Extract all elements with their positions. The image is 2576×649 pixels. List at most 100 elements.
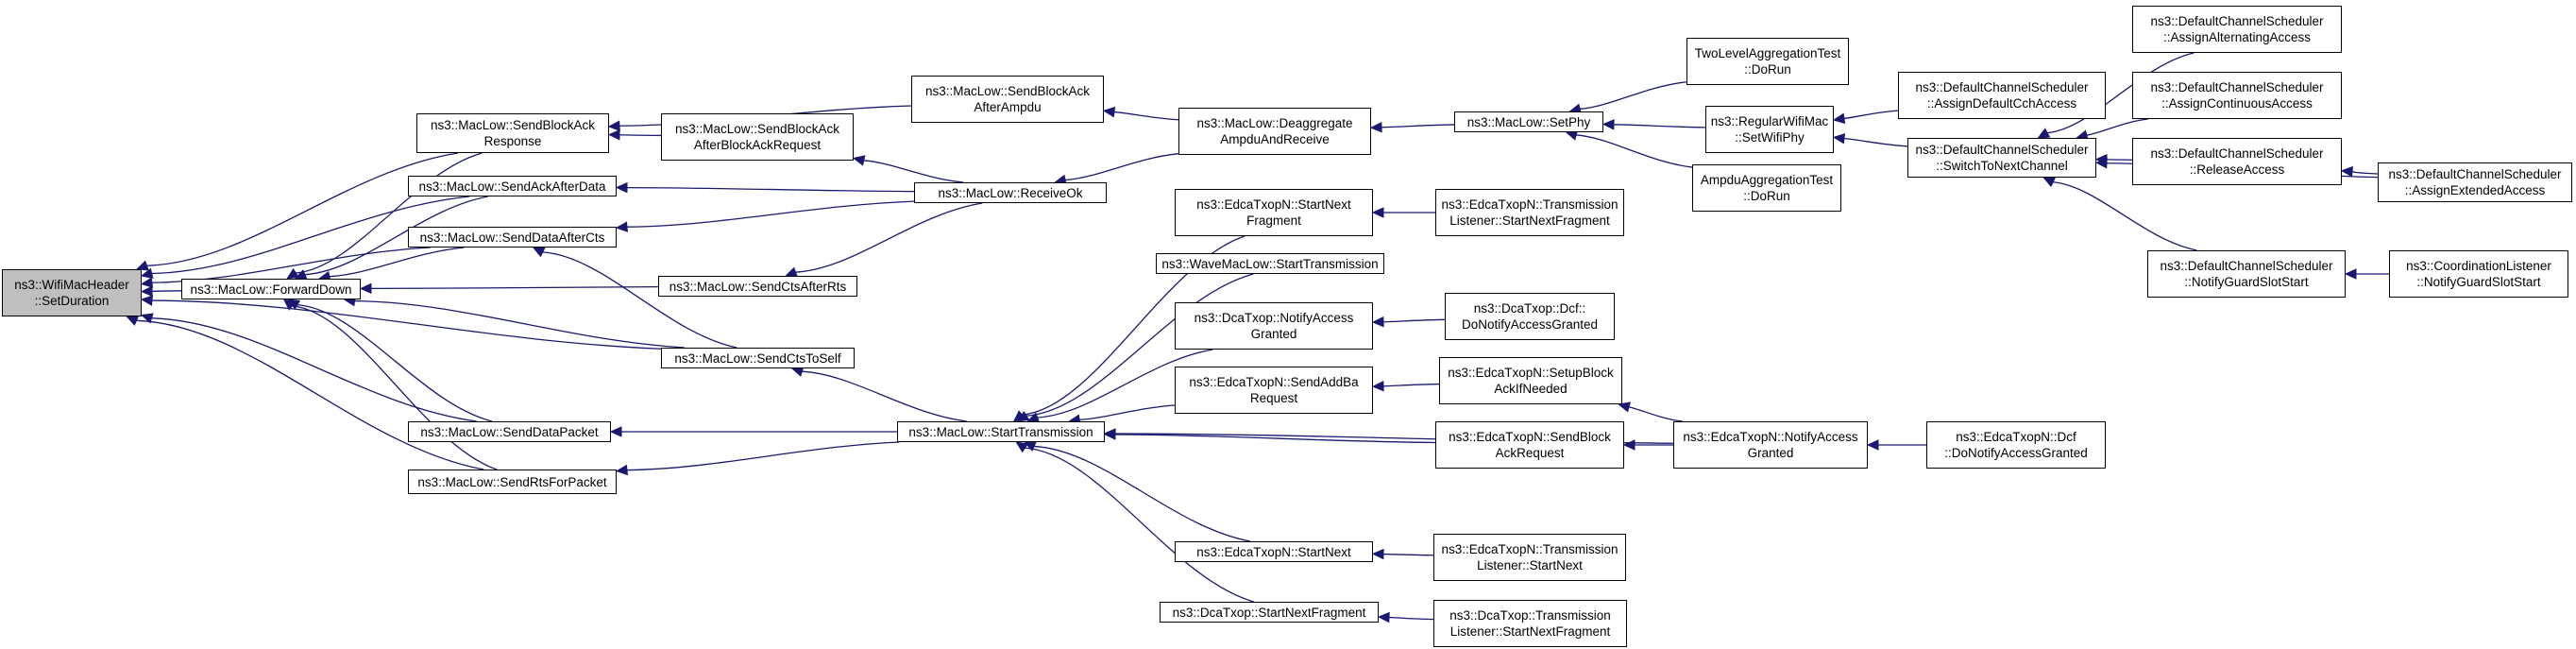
node-regularwifimac[interactable]: ns3::RegularWifiMac::SetWifiPhy [1705,106,1834,153]
node-label-line: Granted [1250,327,1297,341]
edge-dcs_assignalternating-to-dcs_switchtonextchannel [2047,52,2195,134]
arrowhead [1371,207,1384,218]
node-dcatxop-startnextfragment[interactable]: ns3::DcaTxop::StartNextFragment [1160,602,1379,623]
edge-ampduaggregationtest-to-setphy [1576,134,1693,168]
node-sendrtsforpacket[interactable]: ns3::MacLow::SendRtsForPacket [408,470,617,494]
arrowhead [140,277,154,288]
edge-dcs_notifyguardslotstart-to-dcs_switchtonextchannel [2053,181,2197,251]
node-label-line: ns3::DefaultChannelScheduler [2150,80,2324,94]
node-label-line: ::DoNotifyAccessGranted [1944,446,2088,460]
node-dcs-assignextended[interactable]: ns3::DefaultChannelScheduler::AssignExte… [2378,162,2572,202]
node-dcatxop-dcf-donotify[interactable]: ns3::DcaTxop::Dcf::DoNotifyAccessGranted [1445,293,1615,340]
node-setphy[interactable]: ns3::MacLow::SetPhy [1454,111,1603,132]
edge-deaggregate-to-sendblockackafterampdu [1113,111,1179,121]
node-label-line: ::NotifyGuardSlotStart [2416,275,2541,289]
node-senddatapacket[interactable]: ns3::MacLow::SendDataPacket [408,421,611,442]
node-label-line: ns3::MacLow::SendDataPacket [420,424,599,439]
node-label-line: ns3::WifiMacHeader [14,278,129,292]
node-starttransmission[interactable]: ns3::MacLow::StartTransmission [897,421,1105,442]
node-dcs-notifyguardslotstart[interactable]: ns3::DefaultChannelScheduler::NotifyGuar… [2147,250,2346,298]
node-sendackafterdata[interactable]: ns3::MacLow::SendAckAfterData [408,176,617,196]
arrowhead [140,295,153,306]
arrowhead [126,316,140,326]
edge-dcs_assigncontinuous-to-dcs_switchtonextchannel [2086,118,2148,136]
edge-sendctstoself-to-root [151,299,662,350]
arrowhead [1371,548,1384,560]
node-senddataaftercts[interactable]: ns3::MacLow::SendDataAfterCts [408,227,617,248]
arrowhead [1016,411,1030,422]
node-sendctstoself[interactable]: ns3::MacLow::SendCtsToSelf [661,348,855,368]
edge-forwarddown-to-root [151,290,182,293]
node-label-line: ::SetDuration [34,294,110,308]
edge-sendrtsforpacket-to-root [136,319,484,470]
node-label-line: ns3::MacLow::StartTransmission [908,424,1093,439]
edge-twolevelaggregationtest-to-setphy [1580,81,1687,110]
edge-sendblockackafterblockackrequest-to-sendblockackresponse [619,134,662,137]
edge-sendctsafterrts-to-forwarddown [370,285,659,290]
node-dcs-assigncontinuous[interactable]: ns3::DefaultChannelScheduler::AssignCont… [2132,72,2342,119]
arrowhead [2344,268,2357,280]
arrowhead [1102,106,1116,118]
node-ampduaggregationtest[interactable]: AmpduAggregationTest::DoRun [1692,164,1841,212]
edge-dcatxop_dcf_donotify-to-dcatxop_notifyaccess [1382,318,1446,323]
edge-edca_notifyaccessgranted-to-edca_setupblockack [1628,406,1683,422]
node-edca-startnext[interactable]: ns3::EdcaTxopN::StartNext [1175,541,1373,562]
node-label-line: ns3::DefaultChannelScheduler [2160,259,2333,273]
node-label-line: ns3::MacLow::SendCtsToSelf [674,350,841,366]
edge-dcs_assignextended-to-dcs_releaseaccess [2351,171,2379,175]
edge-receiveok-to-sendblockackafterblockackrequest [863,160,964,183]
node-dcs-switchtonextchannel[interactable]: ns3::DefaultChannelScheduler::SwitchToNe… [1907,138,2096,178]
node-label-line: ::DoRun [1743,189,1790,203]
edge-senddataaftercts-to-forwarddown [329,247,465,278]
node-receiveok[interactable]: ns3::MacLow::ReceiveOk [914,182,1107,203]
node-sendctsafterrts[interactable]: ns3::MacLow::SendCtsAfterRts [658,276,857,297]
arrowhead [1369,122,1382,133]
edge-sendctstoself-to-forwarddown [354,299,685,349]
node-coordinationlistener[interactable]: ns3::CoordinationListener::NotifyGuardSl… [2389,250,2568,298]
node-label-line: ns3::EdcaTxopN::StartNext [1196,544,1351,559]
node-forwarddown[interactable]: ns3::MacLow::ForwardDown [181,279,361,299]
node-label-line: AckRequest [1495,446,1565,460]
node-label-line: ns3::MacLow::SendCtsAfterRts [669,279,847,294]
node-label-line: ns3::DcaTxop::StartNextFragment [1172,605,1366,620]
node-label-line: ::SwitchToNextChannel [1936,159,2068,173]
edge-dcatxop_startnextfragment-to-starttransmission [1025,447,1254,603]
node-label-line: Listener::StartNextFragment [1449,213,1610,228]
node-dcs-assignalternating[interactable]: ns3::DefaultChannelScheduler::AssignAlte… [2132,6,2342,53]
node-label-line: ns3::MacLow::SendBlockAck [674,122,840,136]
edge-sendctstoself-to-senddataaftercts [542,251,737,349]
arrowhead [1866,439,1879,451]
edge-wavemaclow-to-starttransmission [1025,273,1254,417]
node-dcs-releaseaccess[interactable]: ns3::DefaultChannelScheduler::ReleaseAcc… [2132,138,2342,185]
arrowhead [2037,128,2051,139]
node-edca-dcf-donotify[interactable]: ns3::EdcaTxopN::Dcf::DoNotifyAccessGrant… [1926,421,2106,469]
edge-sendackafterdata-to-forwarddown [304,196,488,276]
node-label-line: Listener::StartNext [1477,558,1583,572]
node-label-line: ns3::DcaTxop::Dcf:: [1473,301,1586,316]
node-label-line: ns3::MacLow::SendRtsForPacket [417,474,607,489]
node-label-line: AmpduAndReceive [1220,132,1330,146]
node-dcs-assigndefaultcch[interactable]: ns3::DefaultChannelScheduler::AssignDefa… [1898,72,2106,119]
edge-edca_setupblockack-to-edca_sendaddba [1382,383,1440,387]
edge-edca_sendblockackrequest-to-starttransmission [1114,434,1436,444]
node-label-line: ns3::DcaTxop::Transmission [1449,608,1611,623]
node-wavemaclow[interactable]: ns3::WaveMacLow::StartTransmission [1156,253,1384,274]
arrowhead [2340,165,2353,178]
arrowhead [1832,112,1846,125]
node-twolevelaggregationtest[interactable]: TwoLevelAggregationTest::DoRun [1686,38,1849,85]
